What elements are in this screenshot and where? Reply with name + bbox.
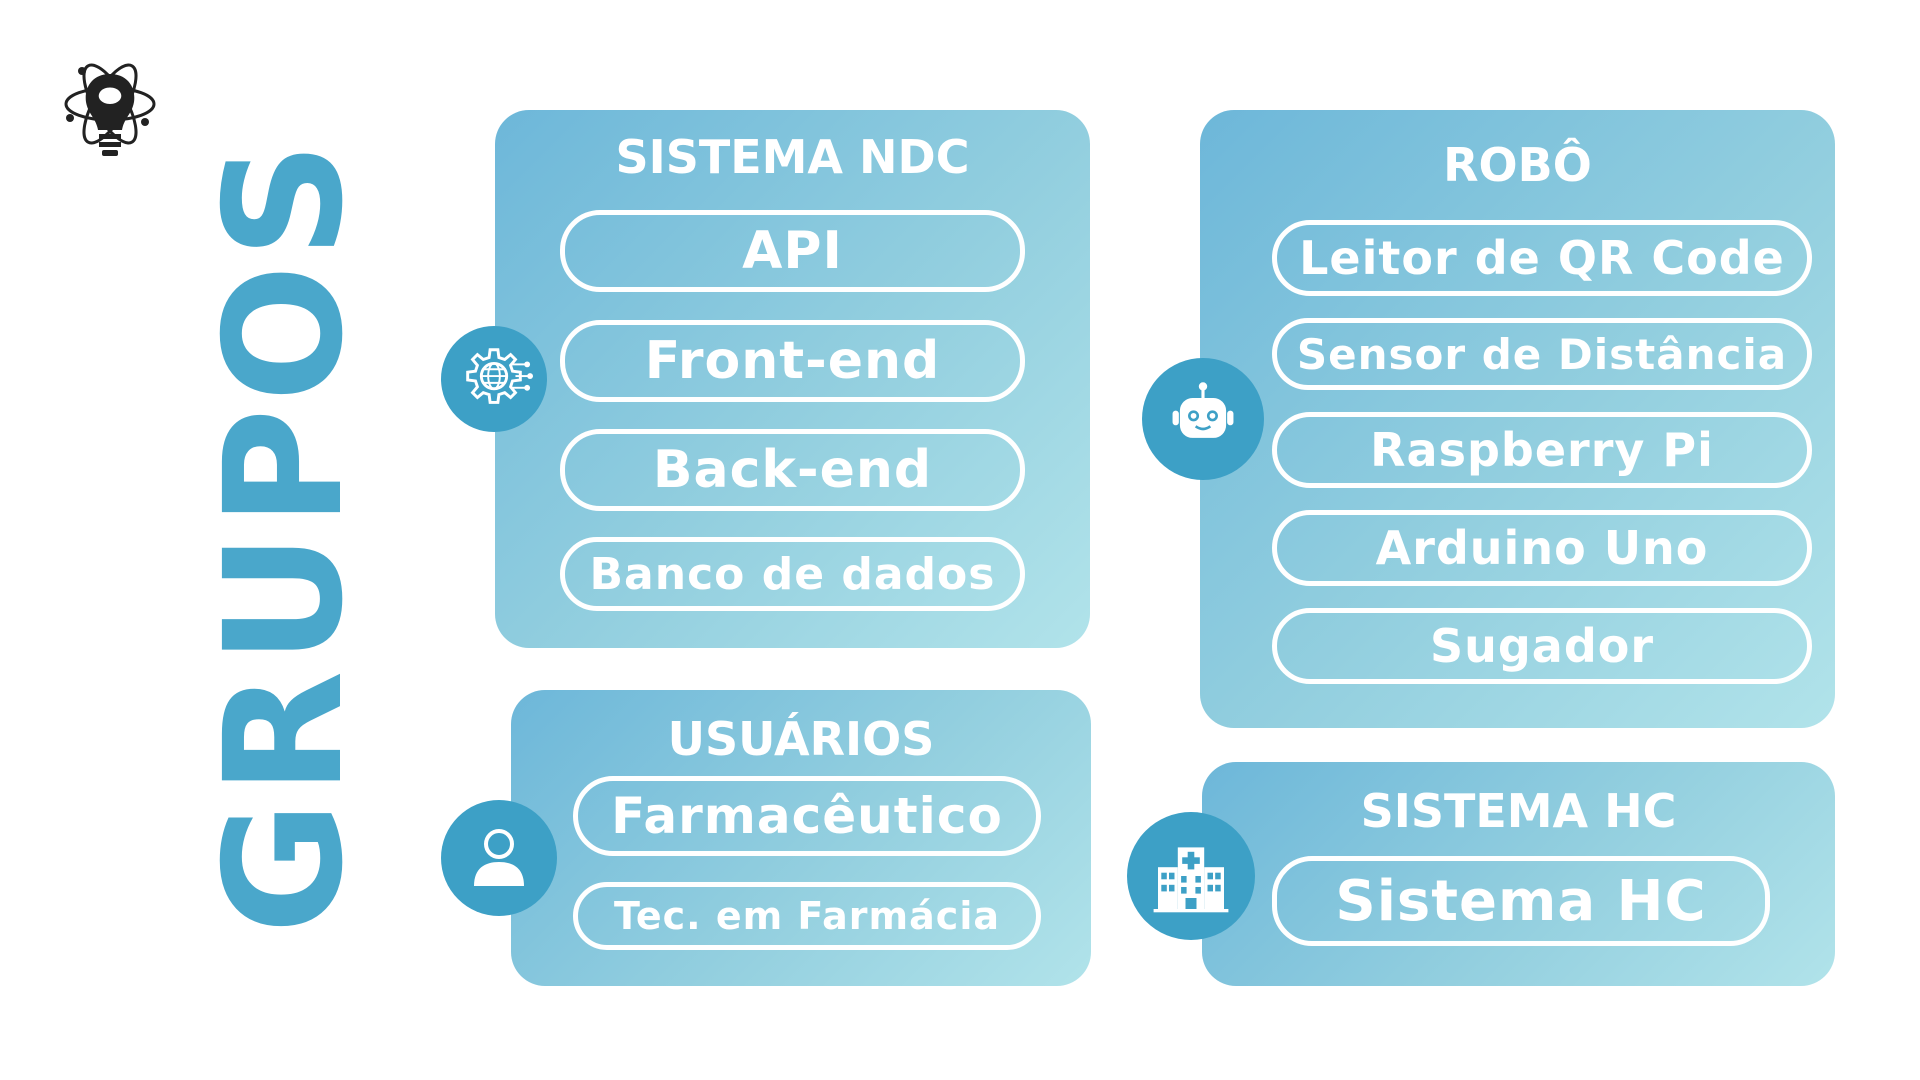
group-item-banco-de-dados: Banco de dados <box>560 537 1025 611</box>
group-item-back-end: Back-end <box>560 429 1025 511</box>
group-card-robo: ROBÔ Leitor de QR Code Sensor de Distânc… <box>1200 110 1835 728</box>
group-title-sistema-hc: SISTEMA HC <box>1360 784 1677 838</box>
group-title-robo: ROBÔ <box>1443 138 1592 192</box>
group-card-sistema-hc: SISTEMA HC Sistema HC <box>1202 762 1835 986</box>
group-item-arduino-uno: Arduino Uno <box>1272 510 1812 586</box>
group-item-sistema-hc: Sistema HC <box>1272 856 1770 946</box>
group-card-sistema-ndc: SISTEMA NDC API Front-end Back-end Banco… <box>495 110 1090 648</box>
group-item-sugador: Sugador <box>1272 608 1812 684</box>
group-item-tec-farmacia: Tec. em Farmácia <box>573 882 1041 950</box>
group-title-sistema-ndc: SISTEMA NDC <box>615 130 970 184</box>
robot-icon <box>1142 358 1264 480</box>
group-item-leitor-qr-code: Leitor de QR Code <box>1272 220 1812 296</box>
group-card-usuarios: USUÁRIOS Farmacêutico Tec. em Farmácia <box>511 690 1091 986</box>
group-title-usuarios: USUÁRIOS <box>667 712 935 766</box>
group-item-api: API <box>560 210 1025 292</box>
hospital-icon <box>1127 812 1255 940</box>
page-title: GRUPOS <box>191 135 379 935</box>
atom-lightbulb-logo <box>62 58 158 162</box>
group-item-sensor-distancia: Sensor de Distância <box>1272 318 1812 390</box>
group-item-front-end: Front-end <box>560 320 1025 402</box>
group-item-raspberry-pi: Raspberry Pi <box>1272 412 1812 488</box>
group-item-farmaceutico: Farmacêutico <box>573 776 1041 856</box>
gear-globe-icon <box>441 326 547 432</box>
user-icon <box>441 800 557 916</box>
